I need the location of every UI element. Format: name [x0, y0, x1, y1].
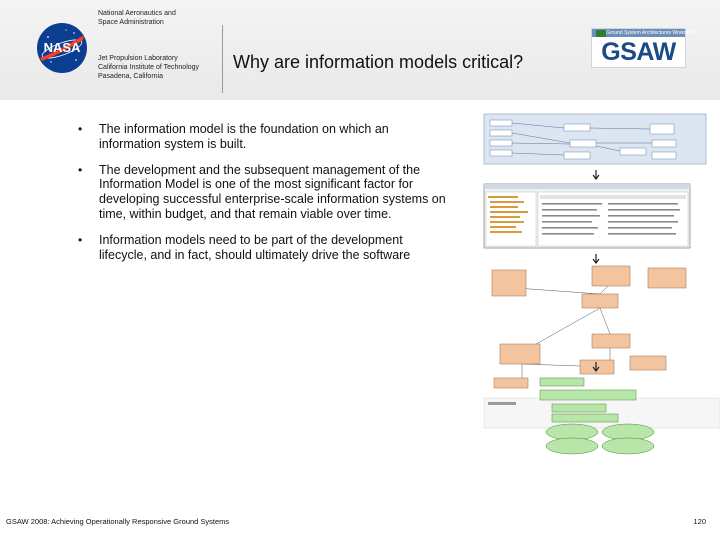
- aerospace-mark-icon: [596, 30, 606, 37]
- agency-name-line2: Space Administration: [98, 19, 164, 26]
- modeling-tool-thumbnail: [483, 183, 691, 249]
- bullet-dot-icon: •: [78, 162, 83, 177]
- uml-class-diagram: [491, 265, 687, 389]
- gsaw-banner: Ground System Architectures Workshop: [592, 29, 695, 37]
- down-arrow-icon: [592, 170, 600, 180]
- agency-name-line1: National Aeronautics and: [98, 10, 176, 17]
- model-pipeline-figure: [483, 113, 720, 455]
- footer-text: GSAW 2008: Achieving Operationally Respo…: [6, 517, 230, 526]
- bullet-item: • The information model is the foundatio…: [78, 122, 453, 152]
- nasa-meatball-logo: NASA: [37, 23, 87, 73]
- nasa-logo-text: NASA: [44, 40, 81, 55]
- bullet-dot-icon: •: [78, 232, 83, 247]
- lab-name: Jet Propulsion Laboratory California Ins…: [98, 54, 199, 81]
- generated-software-diagram: [483, 377, 720, 455]
- gsaw-logo-text: GSAW: [601, 38, 676, 66]
- gsaw-logo: Ground System Architectures Workshop GSA…: [591, 28, 695, 68]
- lab-name-line2: California Institute of Technology: [98, 64, 200, 71]
- down-arrow-icon: [592, 254, 600, 264]
- bullet-list: • The information model is the foundatio…: [78, 122, 453, 273]
- gsaw-banner-text: Ground System Architectures Workshop: [606, 30, 695, 36]
- header-divider: [222, 25, 223, 93]
- lab-name-line1: Jet Propulsion Laboratory: [98, 55, 178, 62]
- bullet-item: • Information models need to be part of …: [78, 233, 453, 263]
- slide-header: NASA National Aeronautics and Space Admi…: [0, 0, 720, 100]
- down-arrow-icon: [592, 362, 600, 372]
- bullet-text: The development and the subsequent manag…: [99, 162, 446, 221]
- bullet-text: Information models need to be part of th…: [99, 232, 411, 262]
- agency-name: National Aeronautics and Space Administr…: [98, 9, 176, 27]
- lab-name-line3: Pasadena, California: [98, 73, 163, 80]
- slide-title: Why are information models critical?: [233, 52, 524, 72]
- bullet-item: • The development and the subsequent man…: [78, 163, 453, 222]
- page-number: 120: [693, 517, 706, 526]
- conceptual-model-thumbnail: [483, 113, 707, 165]
- bullet-dot-icon: •: [78, 122, 83, 136]
- bullet-text: The information model is the foundation …: [99, 122, 389, 151]
